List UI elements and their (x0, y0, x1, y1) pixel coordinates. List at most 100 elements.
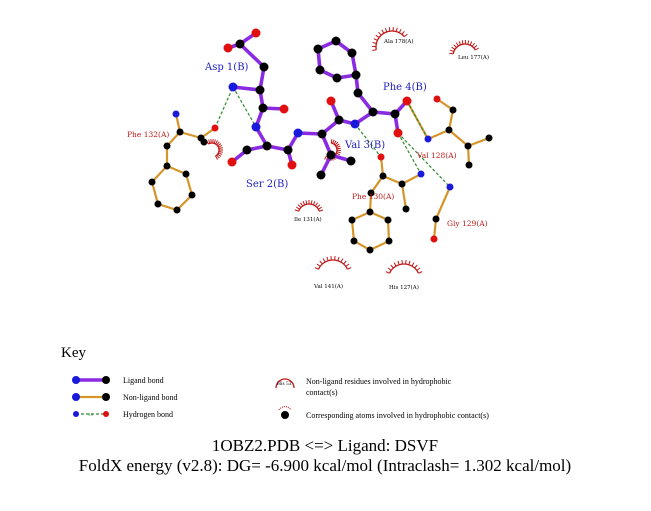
oxygen-atom (377, 153, 385, 161)
carbon-atom (485, 134, 493, 142)
hydrophobic-spike (332, 139, 335, 144)
hydrophobic-spike (449, 52, 454, 55)
carbon-atom (351, 70, 361, 80)
nitrogen-atom (417, 170, 425, 178)
hydrophobic-spike (461, 40, 464, 45)
key-hbond-label: Hydrogen bond (123, 410, 173, 419)
oxygen-atom (287, 160, 297, 170)
footer-title: 1OBZ2.PDB <=> Ligand: DSVF (212, 436, 438, 455)
oxygen-atom (211, 124, 219, 132)
hydrophobic-spike (330, 139, 333, 144)
hydrophobic-spike (387, 267, 392, 271)
key-nitrogen-atom (72, 393, 80, 401)
hydrophobic-arc (375, 30, 405, 50)
key-nitrogen-atom (72, 376, 80, 384)
hydrophobic-spike (216, 154, 220, 159)
hydrophobic-spike (384, 27, 388, 33)
label-ile131: Ile 131(A) (294, 216, 322, 223)
label-asp1: Asp 1(B) (204, 62, 249, 73)
carbon-atom (348, 216, 356, 224)
carbon-atom (235, 39, 245, 49)
hydrophobic-arc (452, 43, 476, 55)
hydrophobic-spike (416, 267, 421, 271)
hydrophobic-spike (449, 49, 455, 53)
hydrophobic-spike (333, 140, 337, 145)
key: Key Ligand bond Non-ligand bond 3.0 Hydr… (61, 345, 489, 420)
labels: Asp 1(B) Phe 4(B) Val 3(B) Ser 2(B) Phe … (127, 38, 489, 291)
carbon-atom (283, 145, 293, 155)
carbon-atom (432, 215, 440, 223)
hydrophobic-spike (326, 256, 329, 261)
hydrophobic-spike (215, 140, 218, 145)
hydrophobic-spike (217, 143, 222, 147)
carbon-atom (182, 170, 190, 178)
hydrophobic-spike (336, 152, 341, 156)
carbon-atom (353, 88, 363, 98)
carbon-atom (350, 237, 358, 245)
hydrophobic-spike (218, 152, 223, 155)
carbon-atom (173, 206, 181, 214)
hydrophobic-spike (403, 33, 408, 38)
hydrophobic-spike (294, 209, 299, 212)
label-leu177: Leu 177(A) (458, 54, 489, 61)
hydrophobic-spike (397, 260, 400, 265)
carbon-atom (176, 128, 184, 136)
carbon-atom (317, 129, 327, 139)
carbon-atom (465, 161, 473, 169)
key-hydrophobic-label-2: contact(s) (306, 388, 338, 397)
carbon-atom (188, 191, 196, 199)
hydrophobic-spike (372, 49, 377, 51)
hydrophobic-spike (469, 41, 473, 46)
nitrogen-atom (251, 122, 261, 132)
hydrophobic-spike (218, 145, 223, 148)
hydrophobic-spike (312, 201, 316, 206)
key-contact-arc (278, 406, 292, 411)
key-ligand-bond-label: Ligand bond (123, 376, 164, 385)
key-contact-atom (281, 411, 289, 419)
hydrophobic-spike (475, 47, 480, 51)
hydrophobic-spike (451, 46, 456, 50)
key-carbon-atom (102, 393, 110, 401)
carbon-atom (313, 44, 323, 54)
carbon-atom (385, 237, 393, 245)
hydrophobic-spike (319, 260, 323, 265)
ligand-bond (231, 85, 262, 92)
carbon-atom (258, 103, 268, 113)
hydrophobic-spike (318, 206, 323, 210)
key-title: Key (61, 345, 86, 361)
hydrophobic-arc (388, 263, 420, 274)
carbon-atom (259, 62, 269, 72)
hydrophobic-spike (216, 141, 220, 146)
hydrophobic-spike (471, 42, 475, 47)
carbon-atom (367, 189, 375, 197)
hydrophobic-spike (335, 143, 340, 147)
hydrophobic-spike (316, 263, 321, 267)
hbond (406, 100, 429, 140)
oxygen-atom (430, 235, 438, 243)
hydrophobic-spike (319, 209, 324, 212)
hydrophobic-spike (314, 202, 319, 207)
carbon-atom (154, 200, 162, 208)
nitrogen-atom (350, 119, 360, 129)
hydrophobic-spike (324, 155, 327, 160)
atoms (148, 28, 493, 254)
bond (434, 185, 452, 221)
carbon-atom (402, 205, 410, 213)
nitrogen-atom (446, 183, 454, 191)
bond (178, 130, 203, 140)
hydrophobic-spike (401, 31, 405, 35)
hydrophobic-spike (375, 34, 380, 38)
carbon-atom (398, 180, 406, 188)
carbon-atom (163, 162, 171, 170)
carbon-atom (445, 126, 453, 134)
key-hbond-length: 3.0 (88, 412, 93, 417)
key-nitrogen-atom (73, 411, 79, 417)
hydrophobic-spike (314, 267, 319, 270)
oxygen-atom (279, 104, 289, 114)
hydrophobic-spike (390, 264, 394, 269)
hydrophobic-spike (316, 204, 321, 208)
ligand-bond (238, 42, 266, 69)
carbon-atom (347, 48, 357, 58)
hydrophobic-spike (345, 263, 350, 267)
